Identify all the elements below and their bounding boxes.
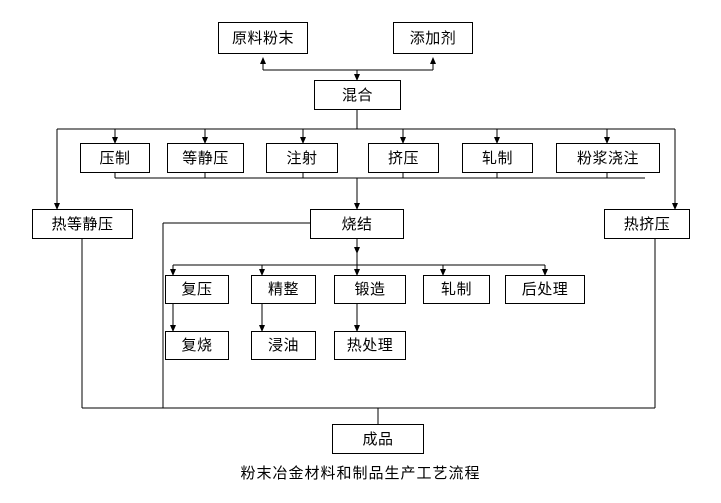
node-sizing[interactable]: 精整: [251, 275, 316, 304]
node-additive[interactable]: 添加剂: [393, 22, 473, 54]
node-label: 原料粉末: [231, 28, 294, 47]
node-label: 锻造: [354, 280, 386, 298]
node-forging[interactable]: 锻造: [334, 275, 406, 304]
node-raw-powder[interactable]: 原料粉末: [218, 22, 308, 54]
node-extrusion[interactable]: 挤压: [368, 143, 439, 173]
node-label: 等静压: [182, 148, 229, 167]
node-post-treatment[interactable]: 后处理: [505, 275, 585, 304]
node-label: 混合: [341, 85, 373, 104]
node-rolling-secondary[interactable]: 轧制: [423, 275, 490, 304]
node-mixing[interactable]: 混合: [314, 80, 401, 110]
node-hot-extrusion[interactable]: 热挤压: [604, 209, 690, 239]
node-label: 压制: [99, 148, 131, 167]
node-label: 轧制: [440, 280, 472, 298]
node-label: 热等静压: [51, 214, 114, 233]
node-resintering[interactable]: 复烧: [165, 331, 229, 360]
node-isostatic-pressing[interactable]: 等静压: [167, 143, 244, 173]
diagram-caption: 粉末冶金材料和制品生产工艺流程: [240, 464, 481, 482]
node-label: 成品: [362, 429, 394, 448]
node-label: 烧结: [341, 214, 373, 233]
node-label: 热挤压: [623, 214, 671, 233]
node-finished-product[interactable]: 成品: [332, 424, 424, 454]
node-pressing[interactable]: 压制: [80, 143, 150, 173]
node-slip-casting[interactable]: 粉浆浇注: [556, 143, 660, 173]
node-injection[interactable]: 注射: [266, 143, 338, 173]
node-label: 复压: [181, 280, 213, 298]
node-label: 热处理: [346, 336, 394, 354]
node-label: 添加剂: [409, 28, 457, 47]
node-hot-isostatic-pressing[interactable]: 热等静压: [32, 209, 133, 239]
node-label: 复烧: [181, 336, 213, 354]
node-label: 后处理: [521, 280, 569, 298]
node-label: 注射: [286, 148, 318, 167]
node-oil-impregnation[interactable]: 浸油: [251, 331, 316, 360]
node-label: 浸油: [267, 336, 299, 354]
node-rolling[interactable]: 轧制: [462, 143, 533, 173]
node-repressing[interactable]: 复压: [165, 275, 229, 304]
node-label: 精整: [267, 280, 299, 298]
node-heat-treatment[interactable]: 热处理: [334, 331, 406, 360]
node-label: 轧制: [481, 148, 513, 167]
node-label: 粉浆浇注: [576, 148, 639, 167]
node-label: 挤压: [387, 148, 419, 167]
node-sintering[interactable]: 烧结: [310, 209, 404, 239]
